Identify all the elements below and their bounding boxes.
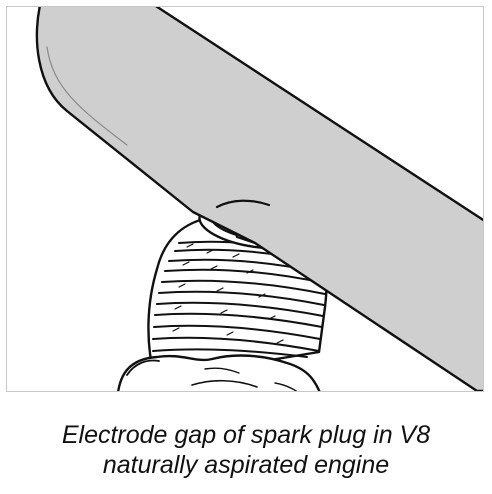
electrode-gap-contact (215, 199, 271, 209)
figure-caption: Electrode gap of spark plug in V8 natura… (0, 420, 492, 480)
spark-plug-illustration (35, 7, 483, 391)
caption-line-2: naturally aspirated engine (102, 451, 390, 479)
caption-line-1: Electrode gap of spark plug in V8 (61, 421, 431, 449)
illustration-frame (6, 6, 484, 392)
feeler-gauge (35, 7, 483, 391)
hand (117, 354, 321, 391)
